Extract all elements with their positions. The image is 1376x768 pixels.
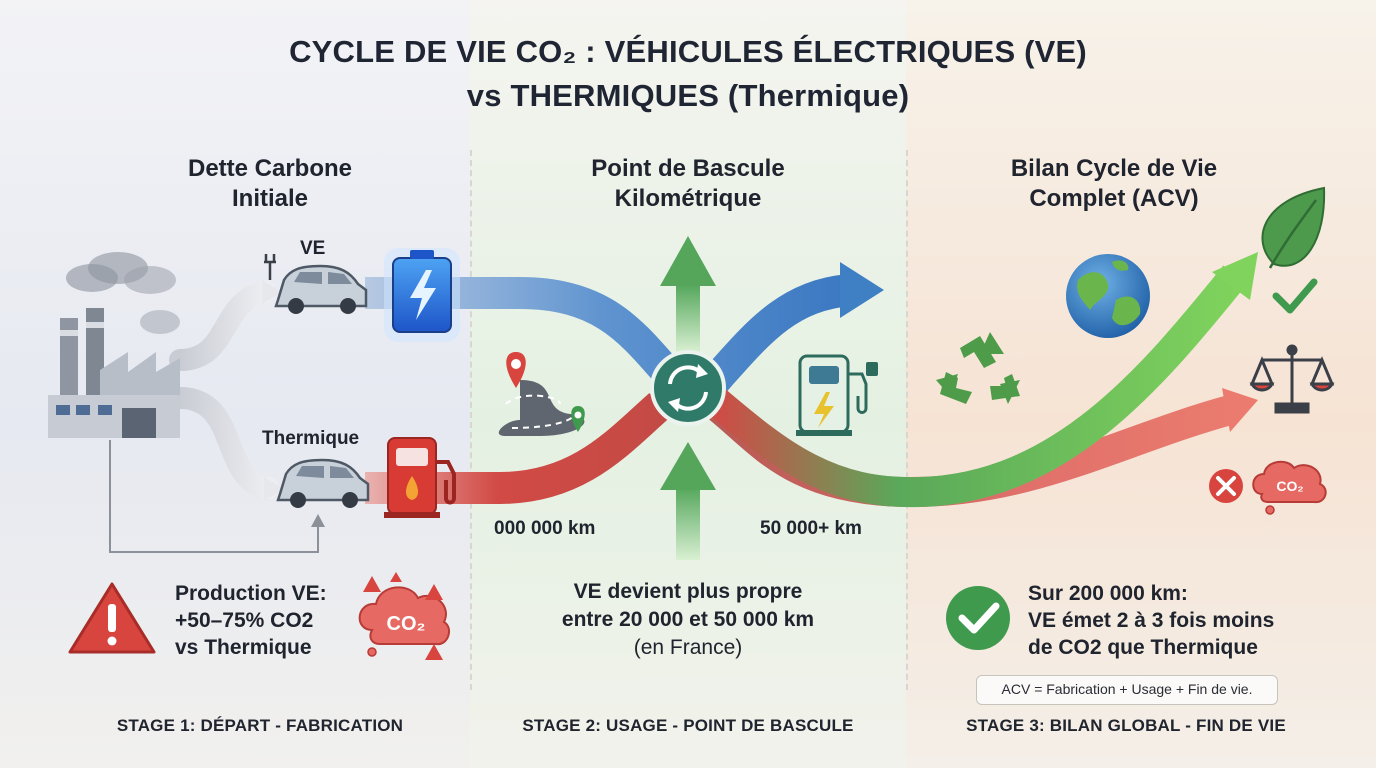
- thermal-branch-arrowhead: [264, 477, 284, 501]
- stage-divider-1: [470, 150, 472, 690]
- stage-divider-2: [906, 150, 908, 690]
- cross-icon: [1209, 469, 1243, 503]
- upward-arrow-top-shaft: [676, 282, 700, 352]
- stage3-note-line-3: de CO2 que Thermique: [1028, 636, 1258, 659]
- ev-label: VE: [300, 238, 326, 259]
- thermal-emission-flow: [365, 392, 671, 504]
- stage2-note-line-2: entre 20 000 et 50 000 km: [561, 608, 815, 631]
- stage2-heading-line-2: Kilométrique: [614, 185, 762, 212]
- upward-arrow-bottom-shaft: [676, 484, 700, 560]
- stage3-heading-line-2: Complet (ACV): [1029, 185, 1199, 212]
- km-start-label: 000 000 km: [494, 518, 596, 539]
- earth-icon: [1066, 254, 1150, 338]
- factory-icon: [48, 252, 180, 438]
- leaf-icon: [1261, 186, 1326, 269]
- stage3-footer: STAGE 3: BILAN GLOBAL - FIN DE VIE: [966, 716, 1286, 735]
- check-icon: [946, 586, 1010, 650]
- stage2-footer: STAGE 2: USAGE - POINT DE BASCULE: [522, 716, 854, 735]
- upward-arrow-bottom-head: [660, 442, 716, 490]
- return-connector-line: [109, 440, 319, 553]
- stage3-heading: Bilan Cycle de Vie Complet (ACV): [964, 154, 1264, 214]
- stage2-note-line-1: VE devient plus propre: [573, 580, 803, 603]
- km-end-label: 50 000+ km: [760, 518, 862, 539]
- thermal-label: Thermique: [262, 428, 360, 449]
- stage2-note-line-3: (en France): [633, 636, 743, 659]
- electric-car-icon: [264, 254, 368, 314]
- stage1-note-line-2: +50–75% CO2: [175, 609, 314, 632]
- stage2-heading: Point de Bascule Kilométrique: [538, 154, 838, 214]
- stage1-heading-line-1: Dette Carbone: [187, 155, 353, 182]
- return-connector-arrowhead: [311, 514, 325, 527]
- charging-station-icon: [796, 354, 878, 436]
- factory-to-ev-branch: [169, 281, 276, 371]
- battery-icon: [384, 248, 460, 342]
- ev-branch-arrowhead: [262, 280, 282, 304]
- road-map-icon: [498, 352, 585, 436]
- ev-flow-arrowhead: [840, 262, 884, 318]
- stage1-note: Production VE: +50–75% CO2 vs Thermique: [175, 580, 375, 661]
- stage1-heading: Dette Carbone Initiale: [120, 154, 420, 214]
- stage1-note-line-1: Production VE:: [175, 582, 327, 605]
- thermal-lifecycle-arrowhead: [1222, 388, 1258, 432]
- page-title: CYCLE DE VIE CO₂ : VÉHICULES ÉLECTRIQUES…: [0, 30, 1376, 118]
- co2-cloud-icon: CO₂: [358, 572, 451, 660]
- stage1-footer: STAGE 1: DÉPART - FABRICATION: [116, 716, 404, 735]
- thermal-car-icon: [276, 458, 370, 508]
- title-line-1: CYCLE DE VIE CO₂ : VÉHICULES ÉLECTRIQUES…: [289, 34, 1087, 69]
- ev-lifecycle-arrowhead: [1212, 252, 1258, 300]
- stage3-heading-line-1: Bilan Cycle de Vie: [1010, 155, 1218, 182]
- stage3-note: Sur 200 000 km: VE émet 2 à 3 fois moins…: [1028, 580, 1328, 661]
- co2-cloud-icon: CO₂: [1252, 460, 1327, 515]
- warning-icon: [68, 582, 156, 654]
- co2-cloud-label: CO₂: [387, 613, 426, 635]
- stage1-note-line-3: vs Thermique: [175, 636, 312, 659]
- balance-scale-icon: [1249, 344, 1335, 414]
- recycle-icon: [936, 332, 1020, 404]
- upward-arrow-top-head: [660, 236, 716, 286]
- acv-definition-box: ACV = Fabrication + Usage + Fin de vie.: [976, 675, 1278, 705]
- stage2-note: VE devient plus propre entre 20 000 et 5…: [480, 578, 896, 662]
- co2-cloud-label: CO₂: [1276, 478, 1303, 494]
- ev-lifecycle-flow: [705, 265, 1247, 508]
- title-line-2: vs THERMIQUES (Thermique): [466, 78, 910, 113]
- swap-cycle-icon: [650, 350, 726, 426]
- stage2-heading-line-1: Point de Bascule: [591, 155, 785, 182]
- stage3-note-line-1: Sur 200 000 km:: [1028, 582, 1188, 605]
- check-icon: [1272, 278, 1318, 314]
- factory-to-thermal-branch: [169, 387, 279, 499]
- fuel-pump-icon: [384, 437, 456, 518]
- stage1-heading-line-2: Initiale: [231, 185, 309, 212]
- stage3-note-line-2: VE émet 2 à 3 fois moins: [1028, 609, 1275, 632]
